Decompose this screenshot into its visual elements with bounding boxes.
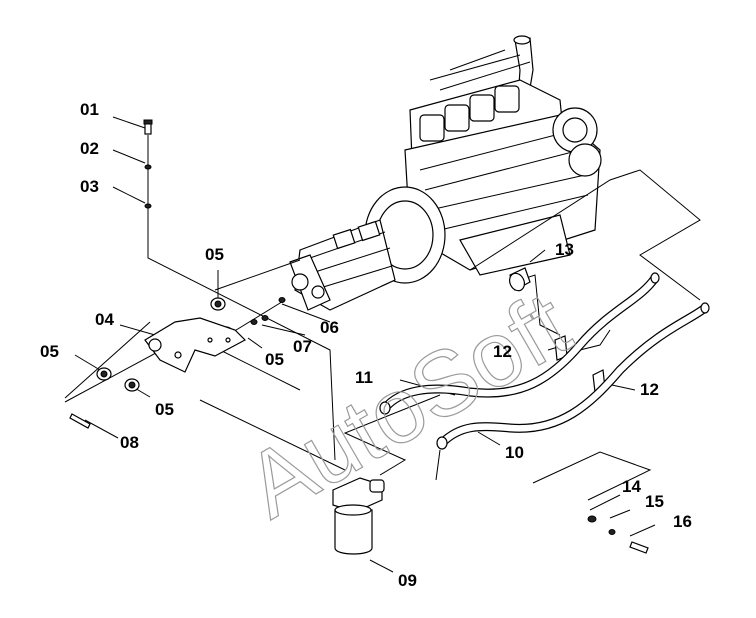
watermark: AutoSoft [229,273,586,538]
callout-08: 08 [120,433,139,452]
callout-10: 10 [505,443,524,462]
callout-03: 03 [80,177,99,196]
callout-16: 16 [673,512,692,531]
callout-07: 07 [293,337,312,356]
engine-assembly [289,35,602,311]
callout-15: 15 [645,492,664,511]
callout-13: 13 [555,240,574,259]
callout-09: 09 [398,571,417,590]
callout-05-bottom: 05 [155,400,174,419]
callout-14: 14 [622,477,641,496]
hoses [379,272,710,450]
callout-02: 02 [80,139,99,158]
callout-01: 01 [80,100,99,119]
callout-04: 04 [95,310,114,329]
callout-05-top: 05 [205,245,224,264]
hardware-parts [69,119,649,554]
callout-12-upper: 12 [493,342,512,361]
callout-12-lower: 12 [640,380,659,399]
callout-05-left: 05 [40,342,59,361]
callout-11: 11 [355,368,373,387]
callout-labels: 01 02 03 04 05 05 05 05 06 07 08 09 10 1… [40,100,692,590]
callout-06: 06 [320,318,339,337]
fuel-filter [332,477,385,555]
callout-05-middle: 05 [265,350,284,369]
